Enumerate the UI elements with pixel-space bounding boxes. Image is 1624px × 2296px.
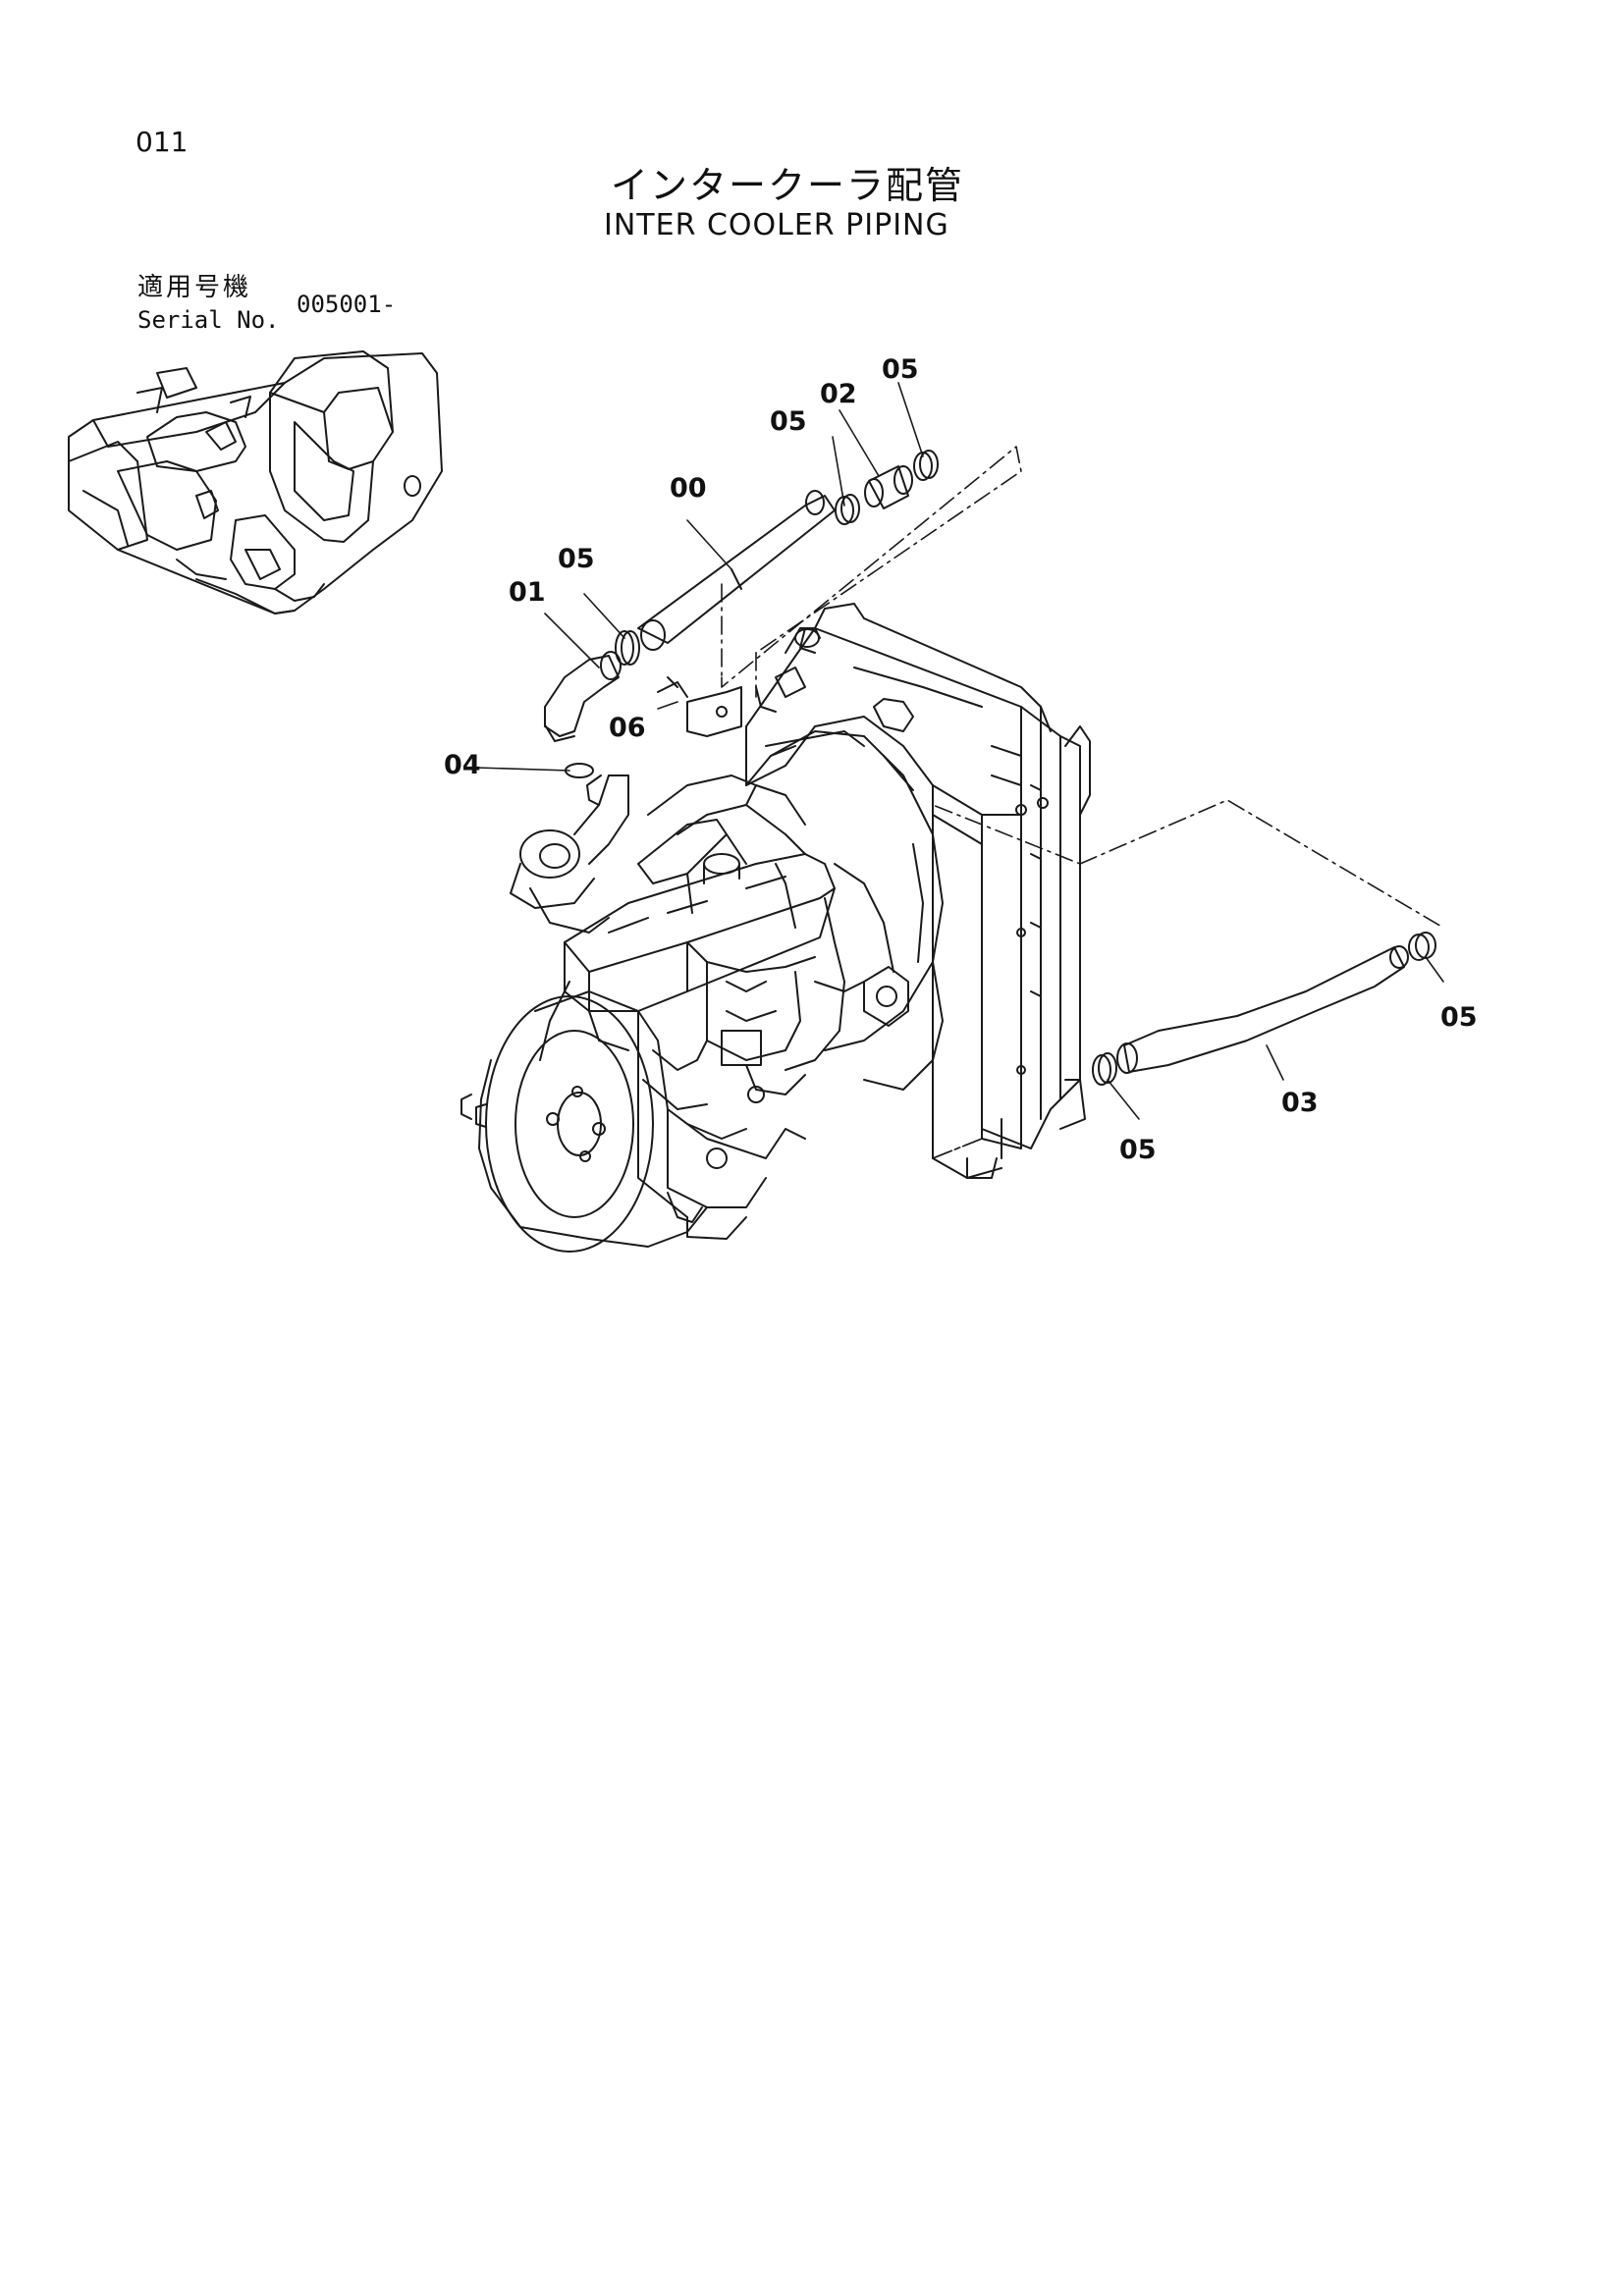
callout-02: 02 xyxy=(820,379,857,409)
clamp-05-lower-right xyxy=(1408,932,1436,961)
callout-01: 01 xyxy=(509,577,546,608)
callout-00: 00 xyxy=(670,473,707,504)
routing-phantom-lines xyxy=(721,446,1444,1159)
sleeve-02 xyxy=(864,465,913,509)
serial-label-english: Serial No. xyxy=(137,306,280,334)
clamp-05-top-mid xyxy=(835,494,860,525)
clamp-05-lower-left xyxy=(1092,1052,1117,1086)
callout-05-d: 05 xyxy=(1440,1002,1478,1033)
callout-05-e: 05 xyxy=(1119,1135,1157,1165)
page-number: 011 xyxy=(135,126,189,158)
callout-03: 03 xyxy=(1281,1088,1319,1118)
callout-05-a: 05 xyxy=(558,544,595,574)
callout-05-b: 05 xyxy=(770,406,807,437)
elbow-hose-01 xyxy=(544,651,622,742)
callout-04: 04 xyxy=(444,750,481,780)
clamp-05-top-left xyxy=(615,630,640,666)
page-title-english: INTER COOLER PIPING xyxy=(604,208,949,242)
bracket-06 xyxy=(657,676,742,737)
engine-assembly xyxy=(460,774,909,1253)
radiator-assembly xyxy=(745,603,1091,1179)
callout-leader-lines xyxy=(475,382,1444,1120)
intercooler-pipe-00 xyxy=(637,490,836,651)
hose-03 xyxy=(1116,945,1409,1074)
serial-number-value: 005001- xyxy=(297,291,397,318)
callout-06: 06 xyxy=(609,713,646,743)
clamp-05-top-right xyxy=(913,450,939,481)
callout-05-c: 05 xyxy=(882,354,919,385)
serial-label-japanese: 適用号機 xyxy=(137,273,252,302)
callout-labels: 00 01 02 03 04 05 05 05 05 05 06 xyxy=(444,354,1478,1165)
machine-overview-thumbnail xyxy=(68,350,443,614)
page-title-japanese: インタークーラ配管 xyxy=(611,164,965,207)
